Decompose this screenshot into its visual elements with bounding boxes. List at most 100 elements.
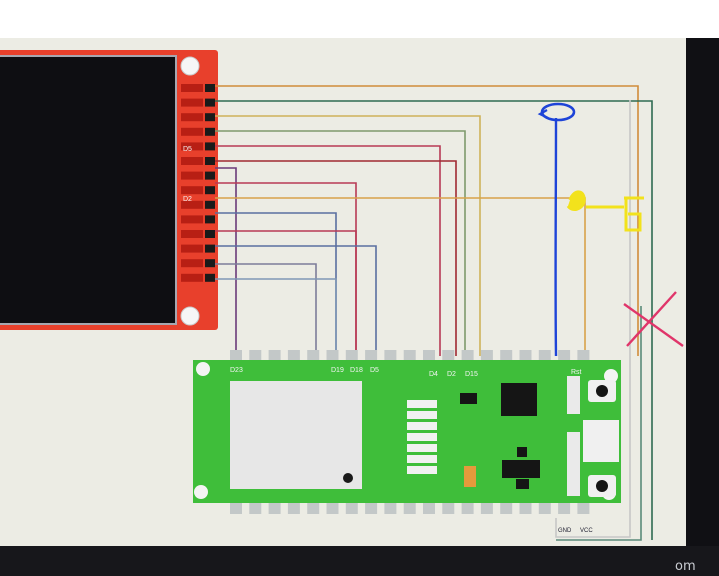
wire-5: [215, 145, 441, 356]
mcu-bottom-pin: [461, 503, 474, 514]
mcu-top-pin: [480, 350, 493, 361]
mcu-bottom-pin: [577, 503, 590, 514]
tft-pin: [205, 186, 215, 195]
usb-port: [583, 420, 619, 462]
capacitor: [464, 466, 476, 487]
wire-12: [215, 245, 377, 356]
vcc-wire-loop: [555, 100, 631, 538]
mcu-top-pin: [326, 350, 339, 361]
smd-pad: [407, 455, 437, 463]
tft-pin: [205, 230, 215, 238]
tft-pin-pad: [181, 84, 203, 92]
wire-bundle: [215, 85, 653, 540]
smd-pad: [407, 411, 437, 419]
tft-pin: [205, 259, 215, 268]
wifi-module-shield: [230, 381, 362, 489]
wire-11: [215, 230, 357, 356]
wire-4: [215, 130, 466, 356]
mcu-bottom-pin: [423, 503, 435, 514]
mcu-bottom-pin: [268, 503, 281, 514]
esp32-board: D23 D19 D18 D5 D4 D2 D15 Rst: [193, 350, 621, 514]
module-marker-dot: [343, 473, 353, 483]
tft-pin-pad: [181, 259, 203, 268]
mcu-bottom-pin: [442, 503, 455, 514]
blue-arrowhead-icon: [537, 109, 549, 119]
mcu-top-pin: [268, 350, 281, 361]
tft-pin-pad: [181, 273, 203, 282]
smd-pad-column: [407, 400, 437, 474]
mcu-bottom-pin: [249, 503, 262, 514]
yellow-pen-annotation: [566, 190, 644, 232]
mcu-bottom-pin: [230, 503, 242, 514]
mcu-pin-label-d5: D5: [370, 367, 379, 374]
tft-pin-pad: [181, 230, 203, 238]
tft-pin: [205, 273, 215, 282]
mcu-mount-hole-bl: [194, 485, 208, 499]
mcu-top-pin: [230, 350, 242, 361]
wire-13: [215, 263, 317, 356]
mcu-bottom-pin: [403, 503, 416, 514]
mcu-top-pin: [365, 350, 378, 361]
smd-pad: [407, 433, 437, 441]
tft-mount-hole-bottom: [180, 306, 200, 326]
tft-pin: [205, 157, 215, 165]
mcu-pin-label-rst: Rst: [571, 369, 582, 376]
mcu-top-pin: [461, 350, 474, 361]
mcu-bottom-pin: [558, 503, 571, 514]
wire-6: [215, 160, 457, 356]
tft-pin: [205, 113, 215, 122]
tft-pin-pad: [181, 157, 203, 165]
mcu-bottom-pin: [519, 503, 532, 514]
mcu-pin-label-d18: D18: [350, 367, 363, 374]
tft-pin-label-d5: D5: [183, 146, 192, 153]
mcu-bottom-pin: [287, 503, 300, 514]
mcu-bottom-pin: [365, 503, 378, 514]
tft-pin-pad: [181, 186, 203, 195]
tft-pin: [205, 127, 215, 136]
tft-mount-hole-top: [180, 56, 200, 76]
button-pad-top: [567, 376, 580, 414]
tft-pin: [205, 215, 215, 224]
tft-pin: [205, 200, 215, 209]
mcu-top-pin: [249, 350, 262, 361]
smd-pad: [407, 422, 437, 430]
mcu-pin-label-d15: D15: [465, 371, 478, 378]
wire-7: [215, 167, 237, 356]
tft-pin-label-d2: D2: [183, 196, 192, 203]
mcu-bottom-pin: [345, 503, 358, 514]
mcu-top-pin: [500, 350, 513, 361]
tft-pin-pad: [181, 171, 203, 180]
gnd-wire-loop: [556, 306, 642, 541]
tft-pin-header: [181, 84, 215, 282]
mcu-top-pin: [384, 350, 397, 361]
tft-pin: [205, 84, 215, 92]
mcu-pin-row-top: [230, 350, 590, 361]
tft-pin: [205, 171, 215, 180]
mcu-pin-label-gnd: GND: [558, 528, 572, 534]
mcu-top-pin: [558, 350, 571, 361]
smd-pad: [407, 444, 437, 452]
usb-uart-chip: [501, 383, 537, 416]
regulator-foot: [516, 479, 529, 489]
reset-button-cap: [596, 480, 608, 492]
monitor-bezel-bottom: [0, 546, 719, 576]
button-pad-bottom: [567, 432, 580, 496]
wire-3: [215, 115, 481, 356]
mcu-top-pin: [538, 350, 551, 361]
mcu-pin-row-bottom: [230, 503, 590, 514]
mcu-bottom-pin: [480, 503, 493, 514]
tft-pin-pad: [181, 200, 203, 209]
mcu-mount-hole-tr: [604, 369, 618, 383]
mcu-pin-label-vcc: VCC: [580, 528, 593, 534]
yellow-blob-icon: [566, 190, 586, 211]
regulator-tab: [517, 447, 527, 457]
tft-pin: [205, 98, 215, 107]
tft-pin: [205, 142, 215, 151]
mcu-pin-label-d23: D23: [230, 367, 243, 374]
wire-2: [215, 100, 653, 540]
tft-pin: [205, 244, 215, 253]
mcu-top-pin: [442, 350, 455, 361]
mcu-pin-label-d4: D4: [429, 371, 438, 378]
red-cross-stroke-1: [623, 303, 684, 347]
